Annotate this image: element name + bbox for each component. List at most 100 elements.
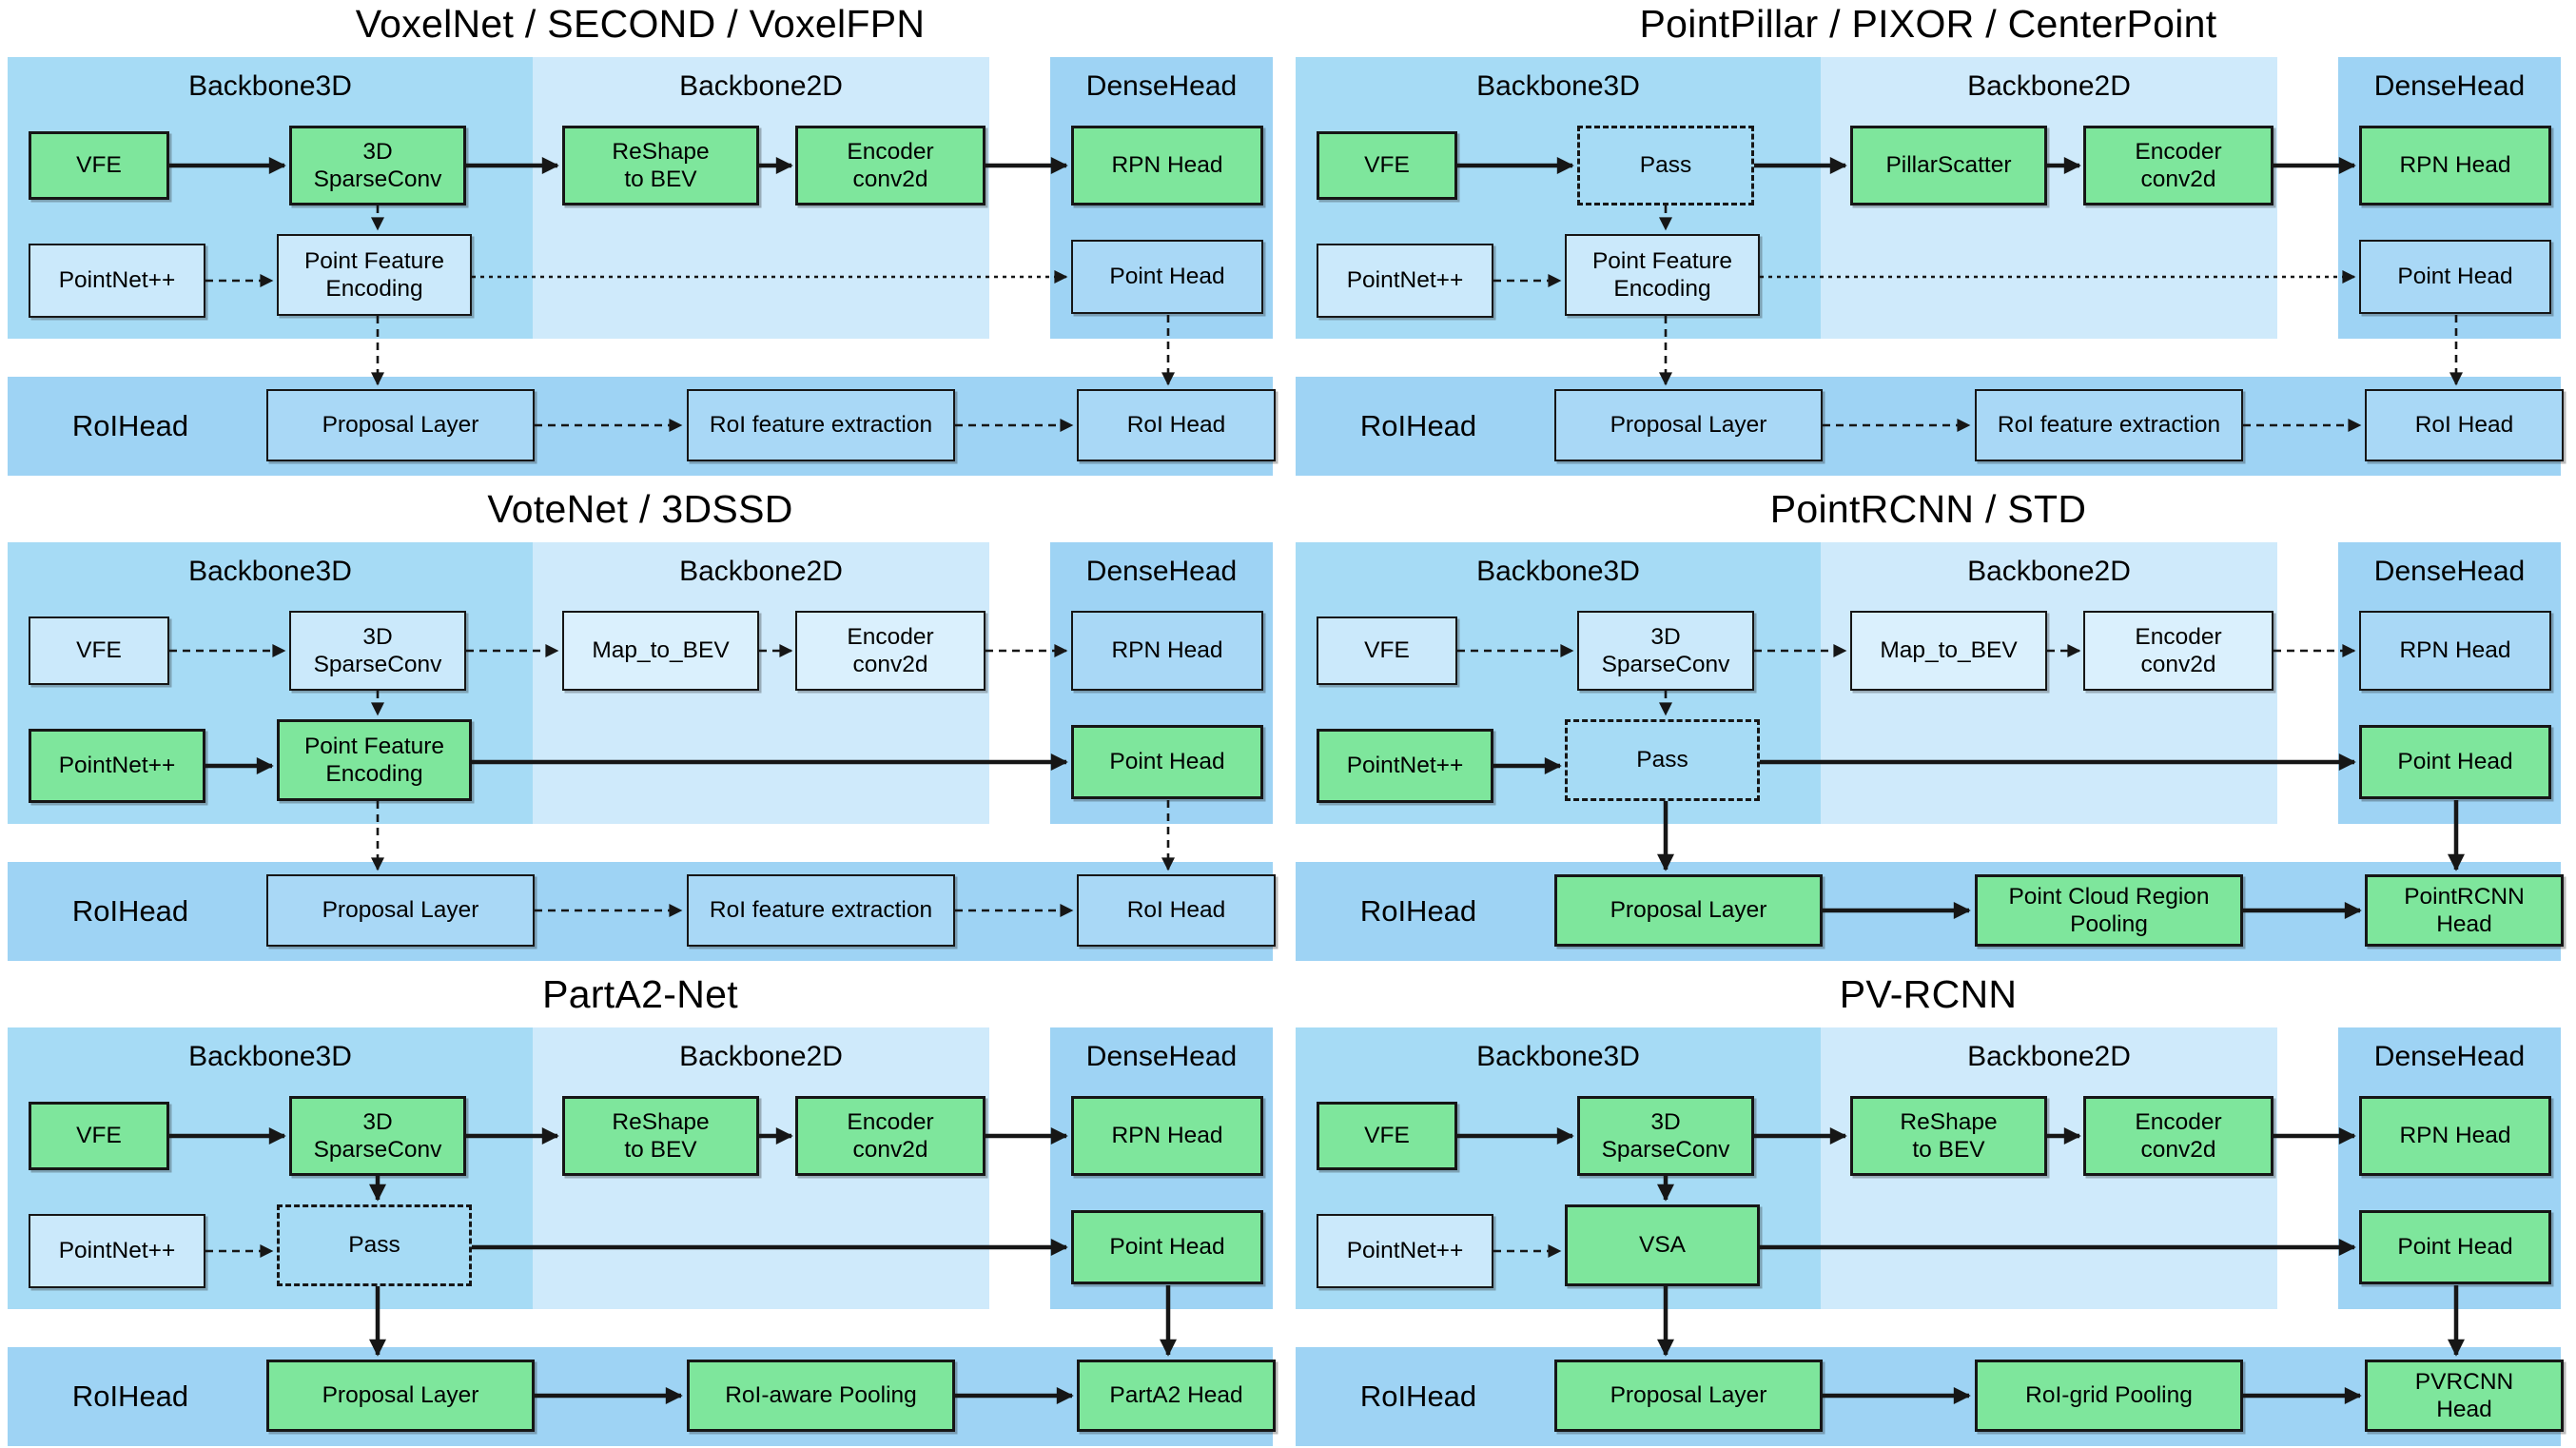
box-rpn-head: RPN Head xyxy=(1071,1096,1263,1176)
roihead-label: RoIHead xyxy=(71,409,189,442)
backbone3d-label: Backbone3D xyxy=(1476,1041,1640,1072)
box-map-to-bev: Map_to_BEV xyxy=(562,611,759,691)
roihead-label: RoIHead xyxy=(1359,409,1477,442)
panel-title: PointRCNN / STD xyxy=(1769,487,2087,531)
box-point-head: Point Head xyxy=(2359,240,2551,314)
box-pass: Pass xyxy=(1565,719,1760,801)
box-roi-head: RoI Head xyxy=(1077,389,1276,461)
box-proposal-layer: Proposal Layer xyxy=(266,389,535,461)
box-3d-sparseconv: 3D SparseConv xyxy=(1577,611,1754,691)
backbone2d-label: Backbone2D xyxy=(679,70,843,102)
backbone3d-label: Backbone3D xyxy=(1476,70,1640,102)
box-roi-grid-pooling: RoI-grid Pooling xyxy=(1975,1360,2243,1432)
box-point-head: Point Head xyxy=(1071,240,1263,314)
backbone3d-label: Backbone3D xyxy=(188,70,352,102)
box-vfe: VFE xyxy=(29,131,169,200)
box-roi-aware-pooling: RoI-aware Pooling xyxy=(687,1360,955,1432)
box-3d-sparseconv: 3D SparseConv xyxy=(289,1096,466,1176)
box-encoder-conv2d: Encoder conv2d xyxy=(2083,611,2274,691)
box-point-feature-encoding: Point Feature Encoding xyxy=(277,719,472,801)
box-point-head: Point Head xyxy=(1071,1210,1263,1284)
box-encoder-conv2d: Encoder conv2d xyxy=(795,126,986,205)
box-pvrcnn-head: PVRCNN Head xyxy=(2365,1360,2564,1432)
box-rpn-head: RPN Head xyxy=(2359,611,2551,691)
panel-title: PV-RCNN xyxy=(1839,972,2018,1016)
densehead-label: DenseHead xyxy=(2373,556,2526,587)
panel-pointrcnn-std: PointRCNN / STD Backbone3D Backbone2D De… xyxy=(1288,485,2576,970)
box-pointrcnn-head: PointRCNN Head xyxy=(2365,874,2564,947)
box-encoder-conv2d: Encoder conv2d xyxy=(795,1096,986,1176)
panel-voxelnet-second-voxelfpn: VoxelNet / SECOND / VoxelFPN Backbone3D … xyxy=(0,0,1288,485)
box-roi-feature-extraction: RoI feature extraction xyxy=(687,389,955,461)
box-pointnetpp: PointNet++ xyxy=(29,1214,205,1288)
backbone3d-label: Backbone3D xyxy=(1476,556,1640,587)
box-roi-head: RoI Head xyxy=(2365,389,2564,461)
box-3d-sparseconv: 3D SparseConv xyxy=(289,126,466,205)
box-pillarscatter: PillarScatter xyxy=(1850,126,2047,205)
box-point-head: Point Head xyxy=(2359,1210,2551,1284)
roihead-label: RoIHead xyxy=(1359,1380,1477,1413)
box-parta2-head: PartA2 Head xyxy=(1077,1360,1276,1432)
box-pass: Pass xyxy=(1577,126,1754,205)
box-point-feature-encoding: Point Feature Encoding xyxy=(277,234,472,316)
box-proposal-layer: Proposal Layer xyxy=(1554,1360,1823,1432)
backbone2d-label: Backbone2D xyxy=(1967,1041,2131,1072)
roihead-label: RoIHead xyxy=(1359,894,1477,928)
box-vfe: VFE xyxy=(29,1102,169,1170)
box-pointnetpp: PointNet++ xyxy=(29,244,205,318)
panel-title: PointPillar / PIXOR / CenterPoint xyxy=(1639,2,2217,46)
panel-votenet-3dssd: VoteNet / 3DSSD Backbone3D Backbone2D De… xyxy=(0,485,1288,970)
panel-title: VoxelNet / SECOND / VoxelFPN xyxy=(355,2,926,46)
box-rpn-head: RPN Head xyxy=(1071,126,1263,205)
box-point-head: Point Head xyxy=(1071,725,1263,799)
panel-pointpillar-pixor-centerpoint: PointPillar / PIXOR / CenterPoint Backbo… xyxy=(1288,0,2576,485)
box-roi-feature-extraction: RoI feature extraction xyxy=(687,874,955,947)
panel-pv-rcnn: PV-RCNN Backbone3D Backbone2D DenseHead … xyxy=(1288,970,2576,1448)
box-proposal-layer: Proposal Layer xyxy=(1554,389,1823,461)
backbone2d-label: Backbone2D xyxy=(679,1041,843,1072)
box-roi-feature-extraction: RoI feature extraction xyxy=(1975,389,2243,461)
roihead-label: RoIHead xyxy=(71,1380,189,1413)
box-encoder-conv2d: Encoder conv2d xyxy=(2083,1096,2274,1176)
box-vsa: VSA xyxy=(1565,1204,1760,1286)
backbone3d-label: Backbone3D xyxy=(188,556,352,587)
box-proposal-layer: Proposal Layer xyxy=(266,1360,535,1432)
densehead-label: DenseHead xyxy=(2373,1041,2526,1072)
box-pointnetpp: PointNet++ xyxy=(1317,729,1493,803)
backbone2d-label: Backbone2D xyxy=(679,556,843,587)
box-3d-sparseconv: 3D SparseConv xyxy=(1577,1096,1754,1176)
box-reshape-to-bev: ReShape to BEV xyxy=(562,126,759,205)
panel-title: VoteNet / 3DSSD xyxy=(487,487,793,531)
box-proposal-layer: Proposal Layer xyxy=(1554,874,1823,947)
box-pass: Pass xyxy=(277,1204,472,1286)
box-pointnetpp: PointNet++ xyxy=(1317,244,1493,318)
box-rpn-head: RPN Head xyxy=(2359,1096,2551,1176)
box-encoder-conv2d: Encoder conv2d xyxy=(795,611,986,691)
box-point-head: Point Head xyxy=(2359,725,2551,799)
box-vfe: VFE xyxy=(1317,131,1457,200)
box-vfe: VFE xyxy=(1317,616,1457,685)
box-roi-head: RoI Head xyxy=(1077,874,1276,947)
box-rpn-head: RPN Head xyxy=(1071,611,1263,691)
box-vfe: VFE xyxy=(29,616,169,685)
box-3d-sparseconv: 3D SparseConv xyxy=(289,611,466,691)
box-reshape-to-bev: ReShape to BEV xyxy=(1850,1096,2047,1176)
panel-parta2-net: PartA2-Net Backbone3D Backbone2D DenseHe… xyxy=(0,970,1288,1448)
backbone2d-label: Backbone2D xyxy=(1967,70,2131,102)
densehead-label: DenseHead xyxy=(2373,70,2526,102)
box-point-feature-encoding: Point Feature Encoding xyxy=(1565,234,1760,316)
box-proposal-layer: Proposal Layer xyxy=(266,874,535,947)
panel-title: PartA2-Net xyxy=(542,972,738,1016)
densehead-label: DenseHead xyxy=(1085,556,1238,587)
box-point-cloud-region-pooling: Point Cloud Region Pooling xyxy=(1975,874,2243,947)
box-map-to-bev: Map_to_BEV xyxy=(1850,611,2047,691)
backbone3d-label: Backbone3D xyxy=(188,1041,352,1072)
roihead-label: RoIHead xyxy=(71,894,189,928)
densehead-label: DenseHead xyxy=(1085,70,1238,102)
densehead-label: DenseHead xyxy=(1085,1041,1238,1072)
box-reshape-to-bev: ReShape to BEV xyxy=(562,1096,759,1176)
backbone2d-label: Backbone2D xyxy=(1967,556,2131,587)
box-encoder-conv2d: Encoder conv2d xyxy=(2083,126,2274,205)
box-pointnetpp: PointNet++ xyxy=(1317,1214,1493,1288)
